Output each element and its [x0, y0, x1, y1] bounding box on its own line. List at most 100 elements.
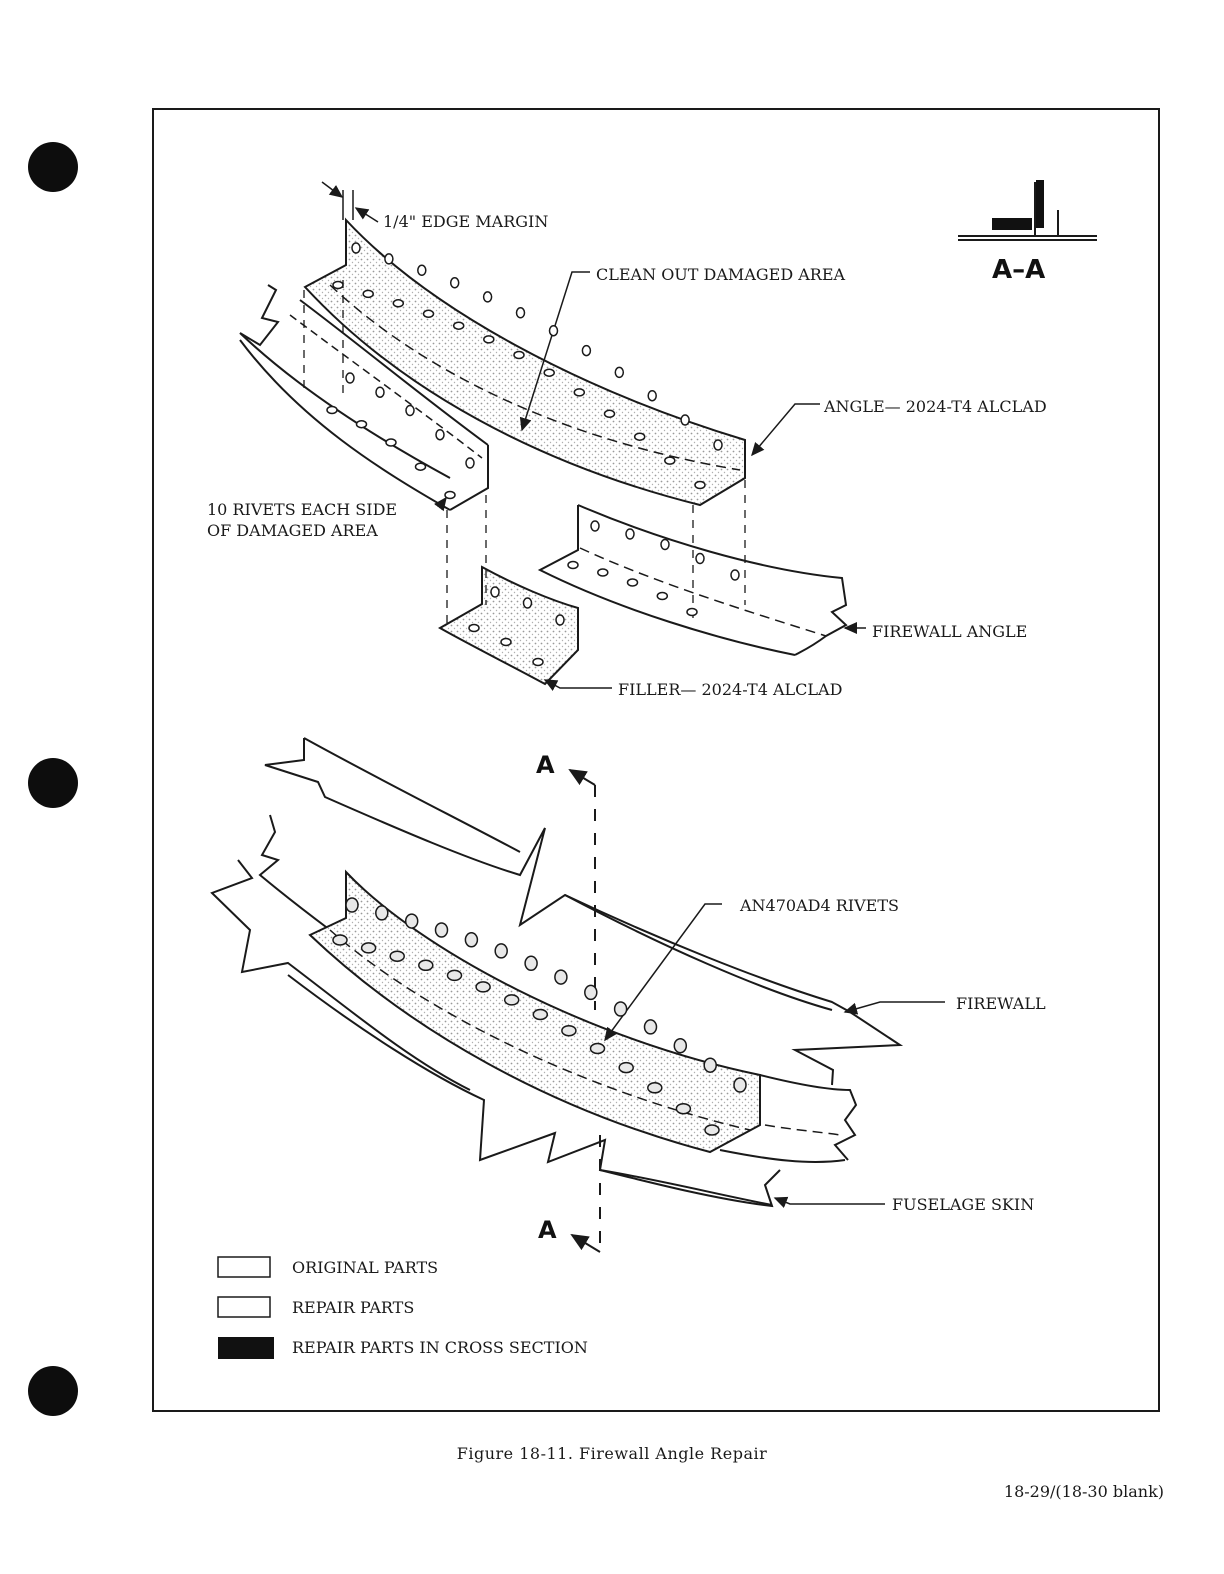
label-filler: FILLER— 2024-T4 ALCLAD	[618, 680, 842, 699]
rivet-hole	[714, 440, 722, 450]
rivet-hole	[376, 906, 388, 920]
rivet-hole	[357, 421, 367, 428]
rivet-hole	[556, 615, 564, 625]
rivet-hole	[333, 935, 347, 945]
legend-swatch-repair	[218, 1297, 270, 1317]
rivet-hole	[484, 292, 492, 302]
rivet-hole	[476, 982, 490, 992]
rivet-hole	[628, 579, 638, 586]
filler	[440, 567, 578, 684]
label-rivets-line1: 10 RIVETS EACH SIDE	[207, 500, 397, 519]
rivet-hole	[393, 300, 403, 307]
cross-section-filler-solid	[992, 218, 1032, 230]
rivet-hole	[505, 995, 519, 1005]
rivet-hole	[525, 956, 537, 970]
rivet-hole	[562, 1026, 576, 1036]
rivet-hole	[626, 529, 634, 539]
label-firewall: FIREWALL	[956, 994, 1046, 1013]
rivet-hole	[454, 322, 464, 329]
rivet-hole	[346, 373, 354, 383]
rivet-hole	[550, 326, 558, 336]
rivet-hole	[605, 410, 615, 417]
rivet-hole	[390, 951, 404, 961]
rivet-hole	[406, 914, 418, 928]
rivet-hole	[705, 1125, 719, 1135]
rivet-hole	[582, 346, 590, 356]
legend-item-original-parts: ORIGINAL PARTS	[292, 1258, 438, 1277]
rivet-hole	[676, 1104, 690, 1114]
section-marker-a-bottom: A	[538, 1216, 557, 1244]
rivet-hole	[731, 570, 739, 580]
rivet-hole	[451, 278, 459, 288]
label-rivets-line2: OF DAMAGED AREA	[207, 521, 378, 540]
rivet-hole	[445, 492, 455, 499]
rivet-hole	[524, 598, 532, 608]
rivet-hole	[424, 310, 434, 317]
rivet-hole	[568, 562, 578, 569]
rivet-hole	[495, 944, 507, 958]
rivet-hole	[598, 569, 608, 576]
section-aa-label: A–A	[992, 255, 1045, 285]
rivet-hole	[363, 290, 373, 297]
rivet-hole	[574, 389, 584, 396]
rivet-hole	[333, 282, 343, 289]
rivet-hole	[465, 933, 477, 947]
rivet-hole	[665, 457, 675, 464]
rivet-hole	[418, 265, 426, 275]
rivet-hole	[327, 407, 337, 414]
rivet-hole	[687, 609, 697, 616]
rivet-hole	[469, 625, 479, 632]
label-edge-margin: 1/4" EDGE MARGIN	[383, 212, 548, 231]
page-number: 18-29/(18-30 blank)	[1004, 1482, 1164, 1501]
label-fuselage-skin: FUSELAGE SKIN	[892, 1195, 1034, 1214]
rivet-hole	[491, 587, 499, 597]
legend-swatch-original	[218, 1257, 270, 1277]
rivet-hole	[696, 554, 704, 564]
section-aa-inset	[958, 182, 1097, 240]
section-cut-line	[570, 770, 600, 1252]
rivet-hole	[517, 308, 525, 318]
rivet-hole	[501, 639, 511, 646]
rivet-hole	[704, 1058, 716, 1072]
rivet-hole	[514, 352, 524, 359]
rivet-hole	[585, 985, 597, 999]
rivet-hole	[615, 1002, 627, 1016]
rivet-hole	[533, 1010, 547, 1020]
rivet-hole	[362, 943, 376, 953]
legend-swatch-cross-section	[218, 1337, 274, 1359]
rivet-hole	[386, 439, 396, 446]
cross-section-angle-solid	[1036, 180, 1044, 228]
rivet-hole	[681, 415, 689, 425]
rivet-hole	[484, 336, 494, 343]
rivet-hole	[657, 593, 667, 600]
rivet-hole	[416, 463, 426, 470]
section-marker-a-top: A	[536, 751, 555, 779]
legend: ORIGINAL PARTS REPAIR PARTS REPAIR PARTS…	[218, 1257, 588, 1359]
rivet-hole	[635, 433, 645, 440]
rivet-hole	[419, 960, 433, 970]
rivet-hole	[346, 898, 358, 912]
rivet-hole	[544, 369, 554, 376]
rivet-hole	[674, 1039, 686, 1053]
rivet-hole	[645, 1020, 657, 1034]
rivet-hole	[661, 540, 669, 550]
rivet-hole	[406, 406, 414, 416]
label-angle: ANGLE— 2024-T4 ALCLAD	[823, 397, 1047, 416]
rivet-hole	[436, 430, 444, 440]
figure-caption: Figure 18-11. Firewall Angle Repair	[0, 1444, 1224, 1463]
label-firewall-angle: FIREWALL ANGLE	[872, 622, 1027, 641]
rivet-hole	[619, 1063, 633, 1073]
rivet-hole	[591, 1044, 605, 1054]
rivet-hole	[376, 387, 384, 397]
rivet-hole	[385, 254, 393, 264]
legend-item-repair-parts: REPAIR PARTS	[292, 1298, 414, 1317]
rivet-hole	[436, 923, 448, 937]
rivet-hole	[591, 521, 599, 531]
rivet-hole	[448, 970, 462, 980]
rivet-hole	[533, 659, 543, 666]
rivet-hole	[615, 367, 623, 377]
rivet-hole	[648, 391, 656, 401]
legend-item-repair-cross-section: REPAIR PARTS IN CROSS SECTION	[292, 1338, 588, 1357]
rivet-hole	[648, 1083, 662, 1093]
